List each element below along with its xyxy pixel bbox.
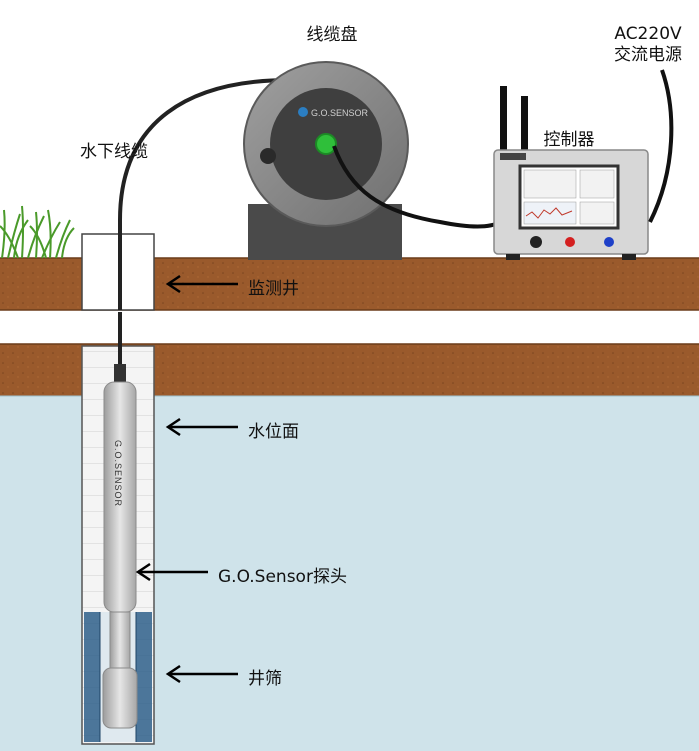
cable-reel-label: 线缆盘: [306, 25, 358, 45]
power-type-label: 交流电源: [614, 45, 682, 65]
probe-label: G.O.Sensor探头: [218, 567, 347, 587]
pointer-arrows: [135, 274, 238, 684]
reel-to-controller-cable: [332, 145, 502, 229]
grass: [0, 205, 75, 259]
underwater-cable-label: 水下线缆: [80, 142, 148, 162]
monitoring-well-label: 监测井: [248, 279, 299, 299]
red-terminal: [565, 237, 575, 247]
underwater-cable: [118, 78, 291, 372]
controller-unit: [493, 86, 649, 260]
cable-reel: G.O.SENSOR: [243, 61, 409, 260]
reel-hub: [315, 133, 337, 155]
power-cable: [648, 69, 674, 223]
reel-logo: G.O.SENSOR: [311, 108, 369, 118]
well-screen-label: 井筛: [248, 669, 282, 689]
probe-logo: G.O.SENSOR: [113, 440, 123, 507]
controller-label: 控制器: [543, 130, 595, 150]
controller-knob: [530, 236, 542, 248]
probe: G.O.SENSOR: [102, 364, 138, 729]
water-level-label: 水位面: [248, 422, 299, 442]
power-voltage-label: AC220V: [614, 24, 682, 44]
blue-terminal: [604, 237, 614, 247]
